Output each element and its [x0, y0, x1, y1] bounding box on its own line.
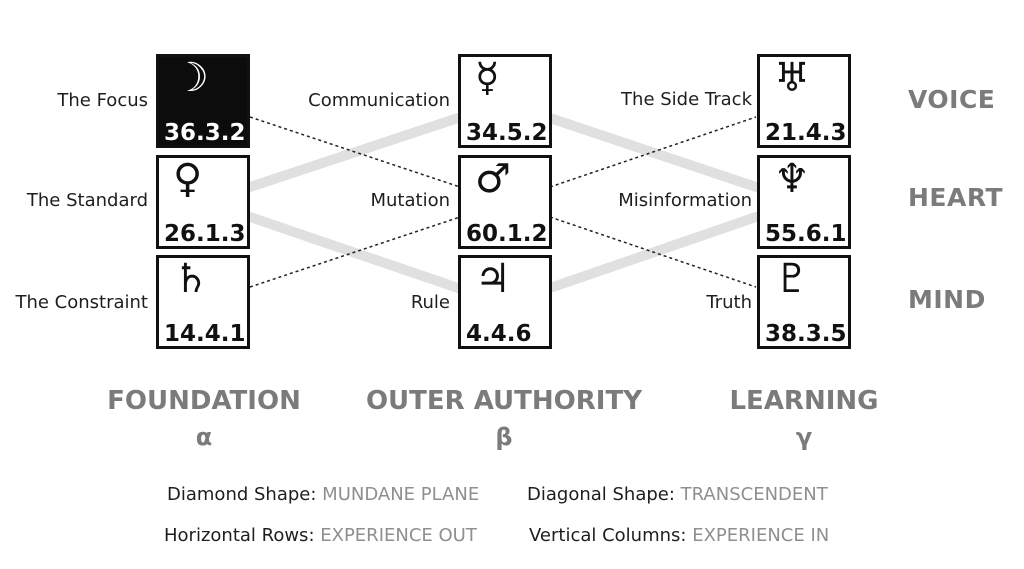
legend-value: EXPERIENCE IN [692, 525, 830, 546]
planet-box-pluto: ♇ 38.3.5 [757, 255, 851, 349]
box-label-mutation: Mutation [370, 190, 450, 211]
pluto-icon: ♇ [774, 256, 810, 302]
row-label-heart: HEART [908, 183, 1004, 212]
planet-box-mars: ♂ 60.1.2 [458, 155, 552, 249]
moon-icon: ☽ [173, 55, 209, 101]
diagonal-dotted-line [249, 116, 461, 188]
box-label-rule: Rule [410, 292, 450, 313]
saturn-icon: ♄ [173, 256, 209, 302]
box-number: 55.6.1 [765, 221, 847, 247]
planet-box-uranus: ♅ 21.4.3 [757, 54, 851, 148]
neptune-icon: ♆ [774, 156, 810, 202]
box-number: 4.4.6 [466, 321, 532, 347]
planet-box-venus: ♀ 26.1.3 [156, 155, 250, 249]
column-title-outer-authority: OUTER AUTHORITY [365, 386, 643, 416]
box-number: 38.3.5 [765, 321, 847, 347]
uranus-icon: ♅ [774, 55, 810, 101]
legend-diamond-shape: Diamond Shape: MUNDANE PLANE [167, 483, 479, 507]
box-number: 60.1.2 [466, 221, 548, 247]
diamond-line [245, 113, 463, 192]
column-title-learning: LEARNING [729, 386, 879, 416]
mercury-icon: ☿ [475, 55, 500, 101]
legend-diagonal-shape: Diagonal Shape: TRANSCENDENT [527, 483, 828, 507]
box-label-the-standard: The Standard [26, 190, 148, 211]
box-number: 36.3.2 [164, 120, 246, 146]
column-symbol-beta: β [495, 423, 513, 451]
jupiter-icon: ♃ [475, 256, 511, 302]
legend-value: EXPERIENCE OUT [320, 525, 477, 546]
box-number: 21.4.3 [765, 120, 847, 146]
diagonal-dotted-line [549, 116, 757, 188]
legend-key: Vertical Columns: [529, 525, 687, 546]
legend-value: MUNDANE PLANE [322, 484, 480, 505]
planet-box-saturn: ♄ 14.4.1 [156, 255, 250, 349]
row-label-mind: MIND [908, 285, 986, 314]
legend-horizontal-rows: Horizontal Rows: EXPERIENCE OUT [164, 524, 477, 548]
column-symbol-gamma: γ [795, 423, 813, 451]
planet-box-neptune: ♆ 55.6.1 [757, 155, 851, 249]
box-number: 26.1.3 [164, 221, 246, 247]
row-label-voice: VOICE [908, 85, 996, 114]
venus-icon: ♀ [173, 156, 203, 202]
column-title-foundation: FOUNDATION [107, 386, 301, 416]
legend-key: Diagonal Shape: [527, 484, 675, 505]
legend-vertical-columns: Vertical Columns: EXPERIENCE IN [529, 524, 829, 548]
diagonal-dotted-line [549, 216, 757, 288]
mars-icon: ♂ [475, 156, 511, 202]
box-label-truth: Truth [706, 292, 752, 313]
box-number: 14.4.1 [164, 321, 246, 347]
box-number: 34.5.2 [466, 120, 548, 146]
planet-box-moon: ☽ 36.3.2 [156, 54, 250, 148]
column-symbol-alpha: α [195, 423, 213, 451]
planet-box-jupiter: ♃ 4.4.6 [458, 255, 552, 349]
legend-key: Diamond Shape: [167, 484, 317, 505]
legend-key: Horizontal Rows: [164, 525, 315, 546]
legend-value: TRANSCENDENT [680, 484, 828, 505]
box-label-misinformation: Misinformation [618, 190, 752, 211]
box-label-the-constraint: The Constraint [15, 292, 148, 313]
box-label-the-focus: The Focus [57, 90, 148, 111]
diagonal-dotted-line [249, 216, 461, 288]
planet-box-mercury: ☿ 34.5.2 [458, 54, 552, 148]
box-label-communication: Communication [308, 90, 450, 111]
box-label-the-side-track: The Side Track [621, 89, 752, 110]
